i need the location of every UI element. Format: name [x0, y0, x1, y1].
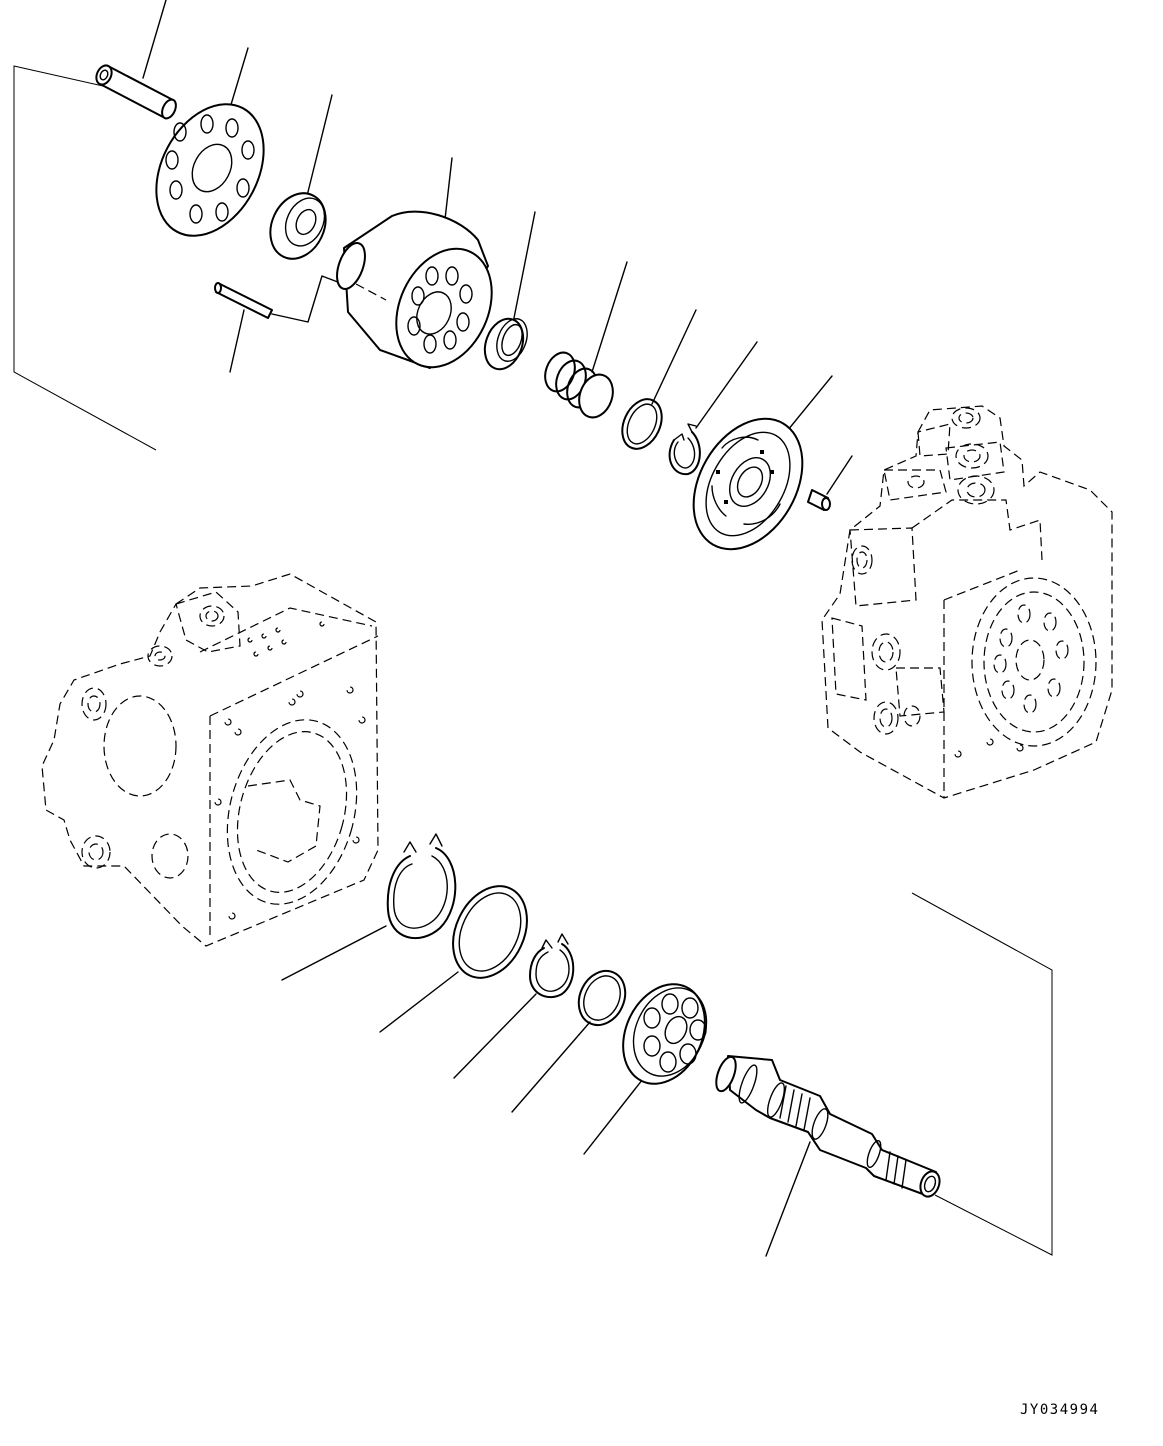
retainer-plate-part — [155, 103, 265, 237]
small-pin-part — [807, 489, 831, 511]
bushing-part — [483, 317, 528, 371]
left-pump-housing — [41, 573, 379, 947]
upper-group-bracket — [13, 65, 175, 451]
snap-ring-upper-part — [668, 423, 701, 476]
pin-part — [95, 64, 177, 120]
cylinder-block-part — [336, 210, 493, 369]
right-pump-housing — [821, 405, 1113, 799]
snap-ring-small-part — [529, 933, 575, 999]
o-ring-part — [452, 885, 528, 979]
spherical-bushing-part — [269, 192, 327, 260]
leader-lines — [142, 0, 853, 1257]
valve-plate-part — [692, 417, 804, 551]
lower-group-bracket — [911, 892, 1053, 1256]
bearing-part — [622, 983, 708, 1085]
shaft-part — [715, 1055, 941, 1198]
washer-part — [621, 398, 663, 450]
spring-part — [544, 351, 614, 419]
snap-ring-large-part — [386, 833, 457, 940]
washer-lower-part — [577, 969, 627, 1027]
drawing-code: JY034994 — [1020, 1402, 1100, 1418]
